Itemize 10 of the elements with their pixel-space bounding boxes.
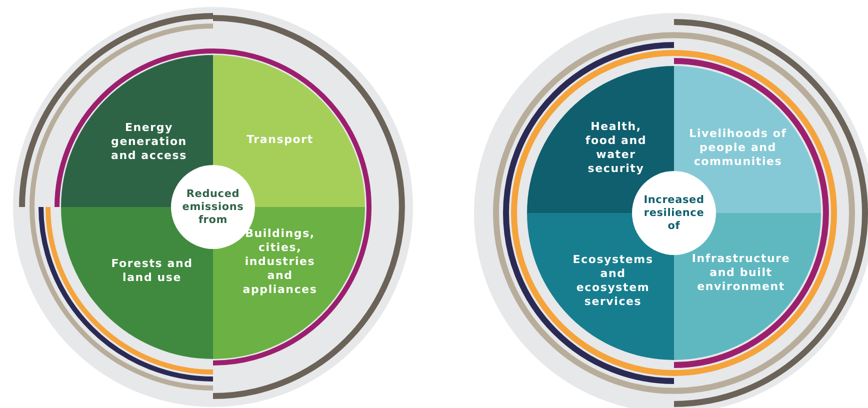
segment-label: Energy generation and access (110, 121, 188, 163)
segment-label: Ecosystems and ecosystem services (572, 253, 654, 309)
segment-label: Livelihoods of people and communities (688, 127, 788, 169)
segment-label: Infrastructure and built environment (690, 252, 792, 294)
segment-label: Forests and land use (110, 257, 194, 285)
segment-label: Buildings, cities, industries and appliances (242, 227, 318, 297)
segment-label: Transport (246, 133, 314, 147)
hub-label: Increased resilience of (642, 194, 706, 232)
hub-label: Reduced emissions from (181, 188, 245, 226)
segment-label: Health, food and water security (584, 120, 648, 176)
